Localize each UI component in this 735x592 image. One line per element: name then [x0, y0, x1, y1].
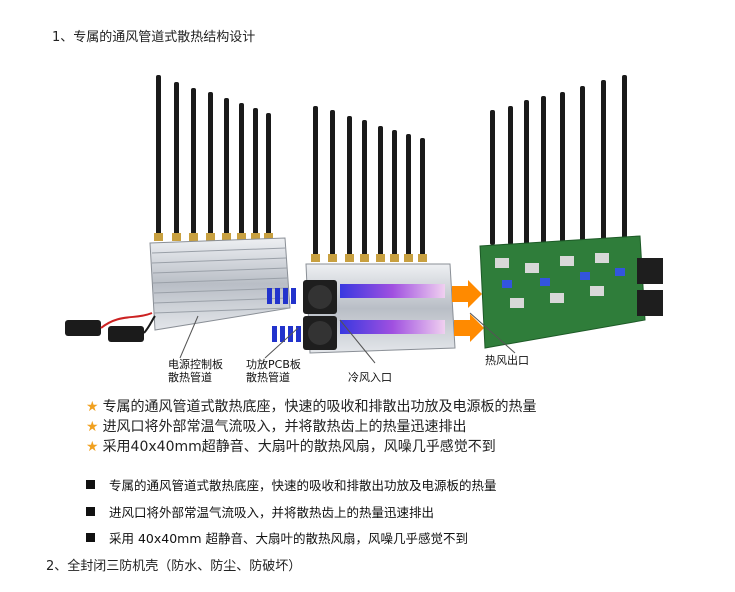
callout-pa-board-line2: 散热管道 — [246, 371, 290, 384]
square-bullet-icon — [86, 507, 95, 516]
callout-cold-air-inlet: 冷风入口 — [348, 371, 392, 384]
jammer-cooling-illustration — [65, 75, 663, 364]
unit-power-board-heatsink — [65, 75, 291, 342]
star-icon: ★ — [86, 439, 99, 455]
unit-amplifier-heatsink — [267, 106, 484, 354]
bullet-point-2-text: 进风口将外部常温气流吸入，并将散热齿上的热量迅速排出 — [109, 505, 435, 520]
power-adapter-right — [108, 326, 144, 342]
bullet-point-2: 进风口将外部常温气流吸入，并将散热齿上的热量迅速排出 — [86, 502, 434, 521]
square-bullet-icon — [86, 480, 95, 489]
star-icon: ★ — [86, 419, 99, 435]
bullet-point-1: 专属的通风管道式散热底座，快速的吸收和排散出功放及电源板的热量 — [86, 475, 497, 494]
unit-pcb-board — [479, 75, 663, 349]
cold-air-flow-lower — [340, 320, 445, 334]
callout-hot-air-outlet: 热风出口 — [485, 354, 529, 367]
callout-pa-board-line1: 功放PCB板 — [246, 358, 301, 371]
pcb-fan-lower — [637, 290, 663, 316]
star-point-3: ★采用40x40mm超静音、大扇叶的散热风扇，风噪几乎感觉不到 — [86, 436, 496, 456]
star-point-3-text: 采用40x40mm超静音、大扇叶的散热风扇，风噪几乎感觉不到 — [102, 439, 496, 455]
callout-power-board-line1: 电源控制板 — [168, 358, 223, 371]
star-point-1: ★专属的通风管道式散热底座，快速的吸收和排散出功放及电源板的热量 — [86, 396, 537, 416]
antenna-group-unit-1 — [156, 75, 271, 235]
bullet-point-3-text: 采用 40x40mm 超静音、大扇叶的散热风扇，风噪几乎感觉不到 — [109, 531, 469, 546]
pcb-fan-upper — [637, 258, 663, 284]
power-adapter-left — [65, 320, 101, 336]
callout-power-board: 电源控制板 散热管道 — [168, 358, 223, 384]
star-point-1-text: 专属的通风管道式散热底座，快速的吸收和排散出功放及电源板的热量 — [102, 399, 537, 415]
cold-air-flow-upper — [340, 284, 445, 298]
antenna-group-unit-2 — [313, 106, 425, 256]
star-point-2: ★进风口将外部常温气流吸入，并将散热齿上的热量迅速排出 — [86, 416, 467, 436]
star-icon: ★ — [86, 399, 99, 415]
callout-pa-board: 功放PCB板 散热管道 — [246, 358, 301, 384]
callout-power-board-line2: 散热管道 — [168, 371, 212, 384]
cold-air-inlet-arrows — [267, 288, 301, 342]
antenna-group-unit-3 — [490, 75, 627, 245]
bullet-point-3: 采用 40x40mm 超静音、大扇叶的散热风扇，风噪几乎感觉不到 — [86, 528, 468, 547]
section-2-heading: 2、全封闭三防机壳（防水、防尘、防破坏） — [46, 559, 302, 574]
section-1-heading: 1、专属的通风管道式散热结构设计 — [52, 30, 256, 45]
star-point-2-text: 进风口将外部常温气流吸入，并将散热齿上的热量迅速排出 — [102, 419, 467, 435]
square-bullet-icon — [86, 533, 95, 542]
bullet-point-1-text: 专属的通风管道式散热底座，快速的吸收和排散出功放及电源板的热量 — [109, 478, 497, 493]
hot-air-outlet-arrows — [452, 280, 484, 342]
